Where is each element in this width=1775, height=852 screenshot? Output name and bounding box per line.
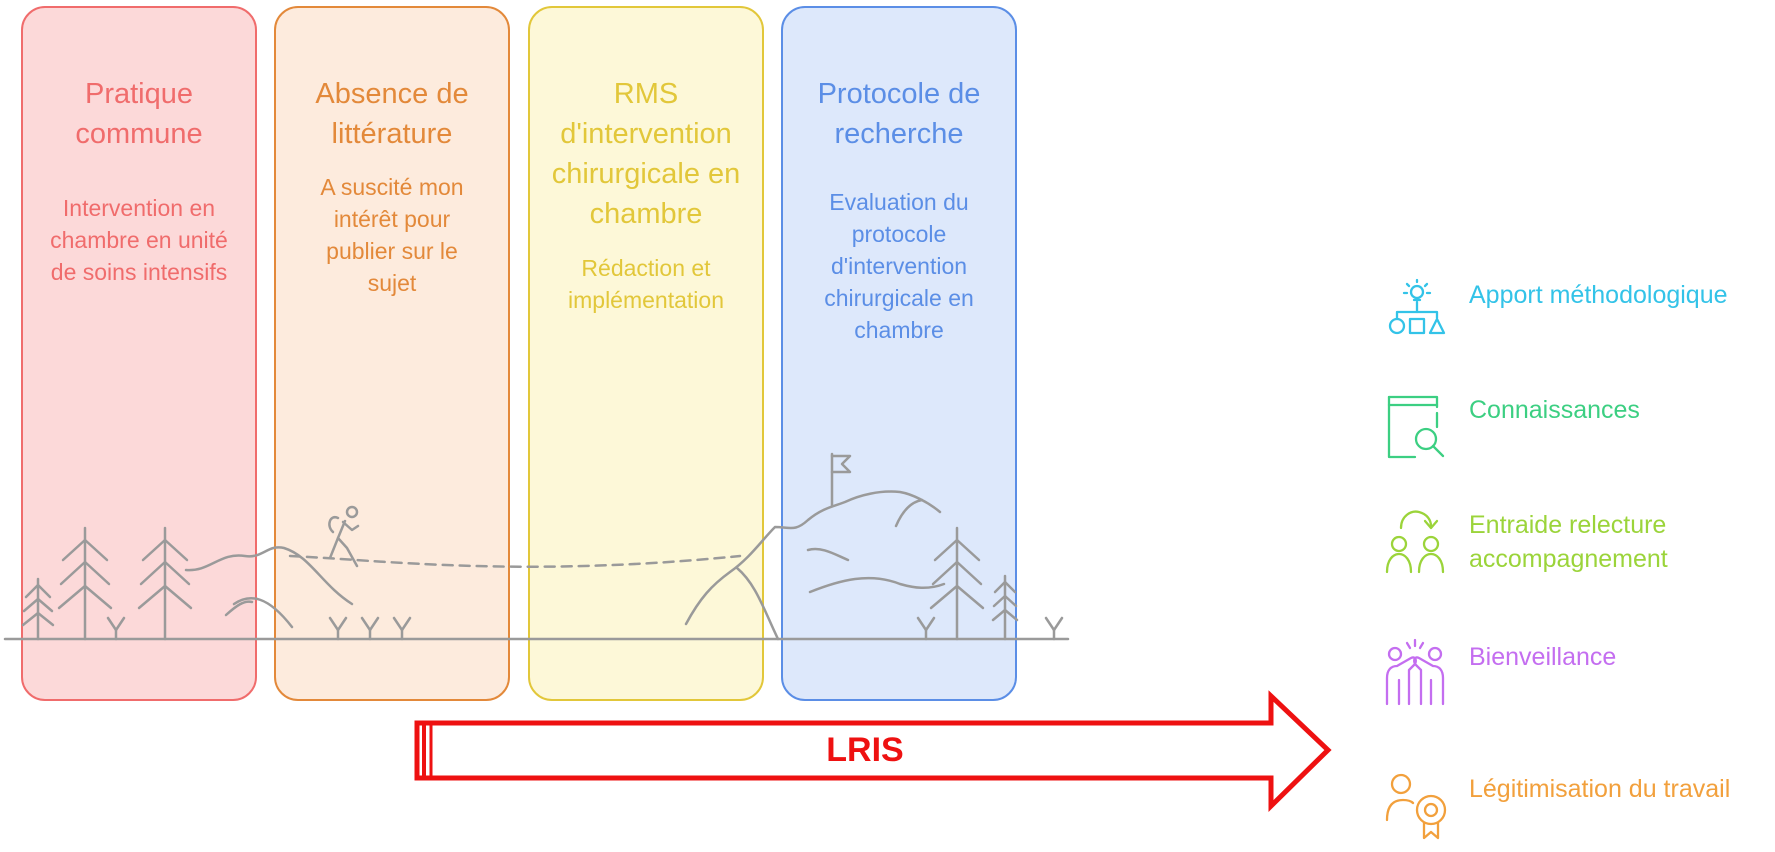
- benefit-methodology: Apport méthodologique: [1385, 278, 1775, 358]
- grass-icon: [392, 616, 412, 632]
- mountain-path: [894, 498, 924, 528]
- stage-description: Rédaction et implémentation: [568, 255, 724, 313]
- stage-title: Absence de littérature: [315, 78, 469, 150]
- tree-icon: [137, 526, 193, 641]
- stage-card-absence: Absence de littérature A suscité mon int…: [274, 6, 510, 701]
- person-award-icon: [1385, 773, 1447, 840]
- mountain-path: [808, 576, 946, 594]
- stage-title: Pratique commune: [75, 78, 203, 150]
- methodology-icon: [1388, 278, 1446, 335]
- stage-card-protocole: Protocole de recherche Evaluation du pro…: [781, 6, 1017, 701]
- stage-description: Intervention en chambre en unité de soin…: [50, 195, 228, 285]
- stage-card-pratique: Pratique commune Intervention en chambre…: [21, 6, 257, 701]
- benefit-kindness: Bienveillance: [1385, 640, 1775, 720]
- mountain-path: [735, 566, 780, 641]
- benefit-label: Entraide relecture accompagnement: [1469, 511, 1668, 573]
- benefit-label: Apport méthodologique: [1469, 281, 1728, 309]
- stage-title: Protocole de recherche: [817, 78, 981, 150]
- book-search-icon: [1387, 395, 1445, 459]
- benefit-label: Bienveillance: [1469, 643, 1617, 671]
- mountain-path: [684, 490, 942, 626]
- benefit-label: Connaissances: [1469, 396, 1640, 424]
- mountain-path: [806, 547, 850, 562]
- benefit-knowledge: Connaissances: [1385, 393, 1775, 473]
- stage-description: Evaluation du protocole d'intervention c…: [824, 189, 974, 343]
- flag-icon: [830, 452, 852, 508]
- tree-icon: [57, 526, 113, 641]
- tree-icon: [21, 577, 55, 641]
- tree-icon: [929, 526, 985, 641]
- grass-icon: [916, 616, 936, 632]
- lris-arrow: [414, 690, 1332, 812]
- hiker-icon: [328, 505, 360, 568]
- hill-path: [232, 596, 294, 629]
- lris-label: LRIS: [826, 731, 904, 769]
- hill-path: [184, 546, 354, 606]
- benefit-label: Légitimisation du travail: [1469, 775, 1731, 803]
- grass-icon: [328, 616, 348, 632]
- stage-card-rms: RMS d'intervention chirurgicale en chamb…: [528, 6, 764, 701]
- stage-description: A suscité mon intérêt pour publier sur l…: [320, 174, 464, 296]
- high-five-icon: [1385, 638, 1445, 706]
- tree-icon: [991, 574, 1019, 641]
- grass-icon: [106, 616, 126, 632]
- benefit-mutual-help: Entraide relecture accompagnement: [1385, 508, 1775, 578]
- hill-path: [224, 600, 254, 617]
- grass-icon: [360, 616, 380, 632]
- trail-path: [288, 554, 742, 568]
- grass-icon: [1044, 616, 1064, 632]
- mutual-help-icon: [1385, 510, 1445, 574]
- benefit-legitimacy: Légitimisation du travail: [1385, 772, 1775, 852]
- stage-title: RMS d'intervention chirurgicale en chamb…: [551, 78, 741, 230]
